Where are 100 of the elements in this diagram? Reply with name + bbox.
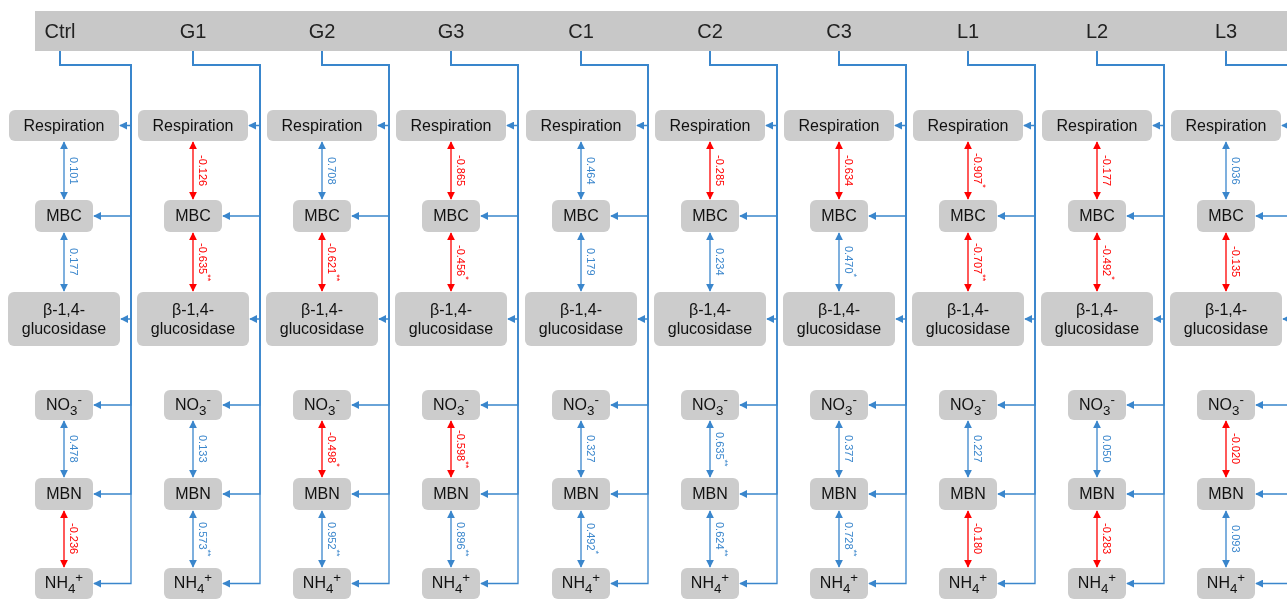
edge-label: 0.093 xyxy=(1230,525,1241,553)
edge-label: -0.285 xyxy=(714,154,725,187)
edge-label: 0.708 xyxy=(326,156,337,185)
edge-label: 0.177 xyxy=(68,248,79,276)
variable-box: MBC xyxy=(293,200,351,232)
double-arrow xyxy=(835,141,843,200)
double-arrow xyxy=(60,232,68,292)
variable-box: MBN xyxy=(293,478,351,510)
variable-box: MBN xyxy=(939,478,997,510)
double-arrow xyxy=(189,510,197,568)
variable-box: Respiration xyxy=(526,110,636,141)
double-arrow xyxy=(835,232,843,292)
double-arrow xyxy=(706,420,714,478)
column-heading: C1 xyxy=(553,11,609,51)
variable-box: β-1,4-glucosidase xyxy=(266,292,378,346)
variable-box: Respiration xyxy=(913,110,1023,141)
double-arrow xyxy=(447,141,455,200)
double-arrow xyxy=(1222,232,1230,292)
double-arrow xyxy=(1093,232,1101,292)
variable-box: MBC xyxy=(1068,200,1126,232)
double-arrow xyxy=(835,420,843,478)
variable-box: β-1,4-glucosidase xyxy=(8,292,120,346)
variable-box: β-1,4-glucosidase xyxy=(395,292,507,346)
variable-box: MBC xyxy=(552,200,610,232)
variable-box: β-1,4-glucosidase xyxy=(783,292,895,346)
variable-box: MBN xyxy=(1197,478,1255,510)
edge-label: 0.327 xyxy=(585,435,596,463)
double-arrow xyxy=(835,510,843,568)
double-arrow xyxy=(318,510,326,568)
double-arrow xyxy=(1093,510,1101,568)
double-arrow xyxy=(447,510,455,568)
double-arrow xyxy=(60,420,68,478)
variable-box: β-1,4-glucosidase xyxy=(1041,292,1153,346)
double-arrow xyxy=(706,232,714,292)
double-arrow xyxy=(577,141,585,200)
column-heading: L1 xyxy=(940,11,996,51)
edge-label: -0.283 xyxy=(1101,523,1112,555)
variable-box: MBN xyxy=(810,478,868,510)
column-heading: Ctrl xyxy=(32,11,88,51)
variable-box: Respiration xyxy=(1171,110,1281,141)
double-arrow xyxy=(706,510,714,568)
edge-label: 0.101 xyxy=(68,156,79,185)
column-heading: L2 xyxy=(1069,11,1125,51)
double-arrow xyxy=(577,510,585,568)
double-arrow xyxy=(447,420,455,478)
column-heading: G3 xyxy=(423,11,479,51)
edge-label: 0.050 xyxy=(1101,435,1112,463)
variable-box: Respiration xyxy=(1042,110,1152,141)
column-heading: C2 xyxy=(682,11,738,51)
double-arrow xyxy=(60,510,68,568)
header-bar xyxy=(35,11,1287,51)
variable-box: Respiration xyxy=(396,110,506,141)
edge-label: 0.464 xyxy=(585,156,596,185)
edge-label: -0.126 xyxy=(197,154,208,187)
edge-label: -0.865 xyxy=(455,154,466,187)
double-arrow xyxy=(318,420,326,478)
edge-label: -0.236 xyxy=(68,523,79,555)
variable-box: MBN xyxy=(35,478,93,510)
variable-box: MBC xyxy=(35,200,93,232)
edge-label: -0.135 xyxy=(1230,246,1241,278)
edge-label: 0.234 xyxy=(714,248,725,276)
double-arrow xyxy=(964,141,972,200)
variable-box: Respiration xyxy=(655,110,765,141)
edge-label: -0.177 xyxy=(1101,154,1112,187)
variable-box: Respiration xyxy=(9,110,119,141)
variable-box: MBN xyxy=(681,478,739,510)
variable-box: MBC xyxy=(681,200,739,232)
double-arrow xyxy=(964,510,972,568)
column-heading: L3 xyxy=(1198,11,1254,51)
edge-label: 0.179 xyxy=(585,248,596,276)
variable-box: MBN xyxy=(164,478,222,510)
double-arrow xyxy=(1222,141,1230,200)
edge-label: 0.036 xyxy=(1230,156,1241,185)
edge-label: 0.227 xyxy=(972,435,983,463)
variable-box: β-1,4-glucosidase xyxy=(654,292,766,346)
double-arrow xyxy=(60,141,68,200)
double-arrow xyxy=(577,420,585,478)
variable-box: MBC xyxy=(164,200,222,232)
variable-box: β-1,4-glucosidase xyxy=(1170,292,1282,346)
variable-box: MBC xyxy=(939,200,997,232)
double-arrow xyxy=(1222,420,1230,478)
double-arrow xyxy=(1093,420,1101,478)
double-arrow xyxy=(577,232,585,292)
column-heading: G1 xyxy=(165,11,221,51)
variable-box: MBN xyxy=(422,478,480,510)
variable-box: β-1,4-glucosidase xyxy=(912,292,1024,346)
double-arrow xyxy=(964,232,972,292)
column-heading: G2 xyxy=(294,11,350,51)
variable-box: MBN xyxy=(1068,478,1126,510)
edge-label: -0.180 xyxy=(972,523,983,555)
edge-label: -0.020 xyxy=(1230,433,1241,465)
variable-box: β-1,4-glucosidase xyxy=(525,292,637,346)
double-arrow xyxy=(189,420,197,478)
edge-label: 0.133 xyxy=(197,435,208,463)
variable-box: MBC xyxy=(1197,200,1255,232)
double-arrow xyxy=(189,232,197,292)
edge-label: 0.377 xyxy=(843,435,854,463)
column-heading: C3 xyxy=(811,11,867,51)
double-arrow xyxy=(447,232,455,292)
double-arrow xyxy=(706,141,714,200)
